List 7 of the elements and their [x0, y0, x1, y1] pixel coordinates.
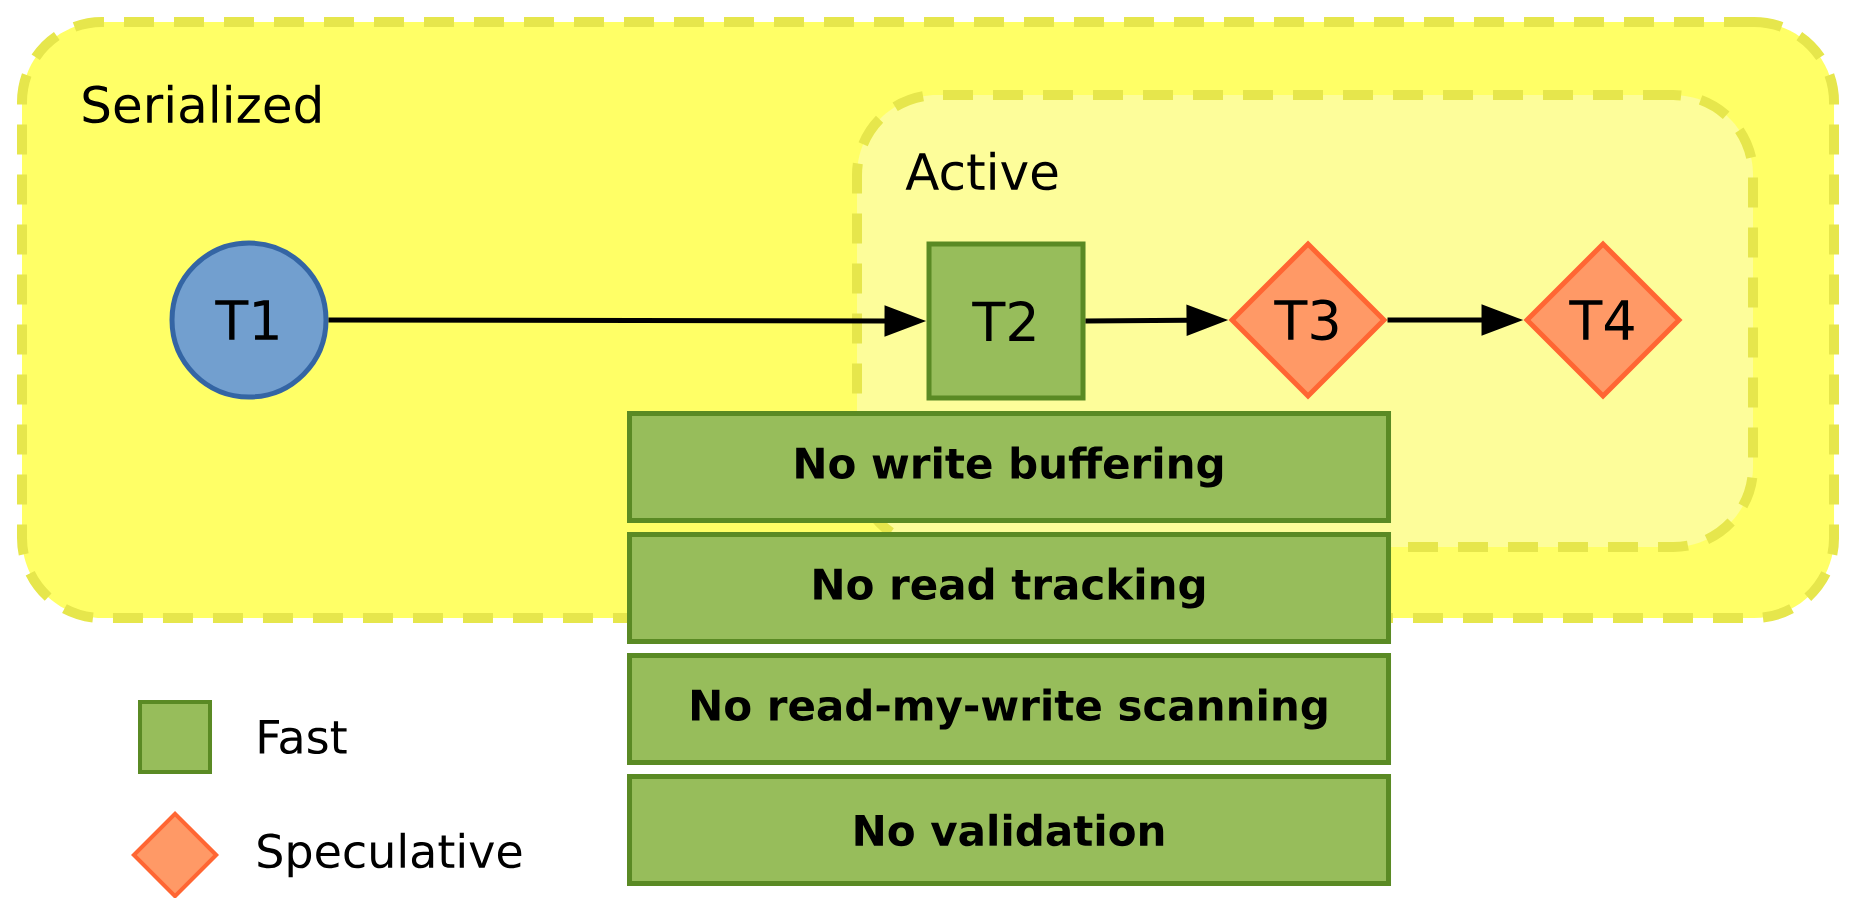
- property-bar: No write buffering: [627, 411, 1391, 523]
- property-bar: No read tracking: [627, 532, 1391, 644]
- legend-label: Speculative: [258, 832, 522, 878]
- legend-label: Fast: [259, 719, 347, 755]
- task-square: T2: [926, 241, 1086, 401]
- property-bar: No validation: [627, 774, 1391, 886]
- property-bar: No read-my-write scanning: [627, 653, 1391, 765]
